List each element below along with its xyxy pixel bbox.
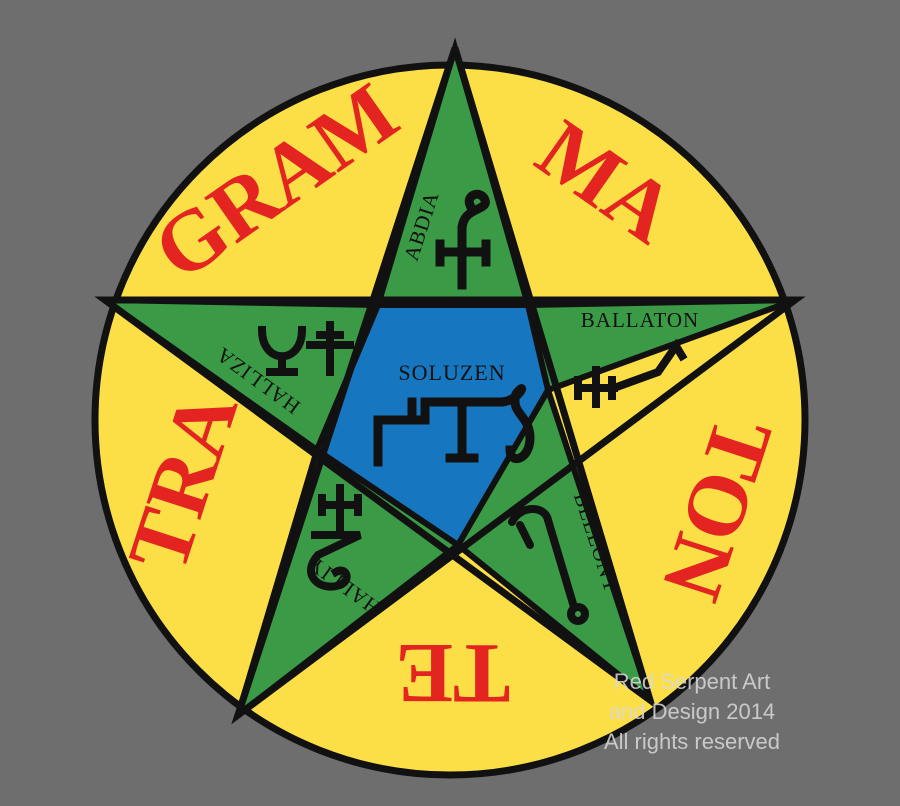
pentagram-outline (94, 46, 806, 725)
label-ballaton: BALLATON (581, 308, 699, 332)
watermark-line2: and Design 2014 (609, 699, 775, 724)
halliza-sigil-icon (257, 321, 354, 376)
abdia-sigil-icon (435, 189, 491, 290)
halliy-sigil-icon (307, 484, 362, 591)
watermark-line3: All rights reserved (604, 729, 780, 754)
word-te: TE (396, 626, 511, 722)
label-soluzen: SOLUZEN (398, 360, 505, 385)
soluzen-sigil-icon (373, 384, 535, 467)
center-pentagon (313, 302, 552, 550)
ballaton-sigil-icon (574, 338, 688, 408)
bellony-sigil-icon (508, 505, 589, 625)
watermark-line1: Red Serpent Art (614, 669, 771, 694)
